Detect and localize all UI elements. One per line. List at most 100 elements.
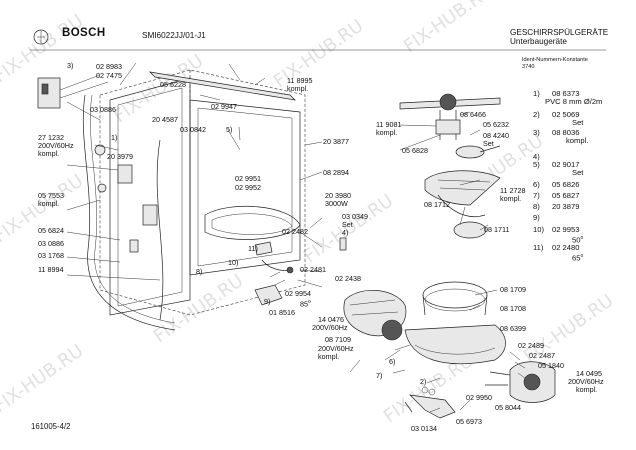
callout-label: 11 2728 [500, 186, 526, 195]
callout-label: 03 1768 [38, 251, 64, 260]
callout-label: 03 0134 [411, 424, 437, 433]
callout-label: 9) [264, 297, 271, 306]
callout-label: 08 1711 [484, 225, 510, 234]
legend-part: 02 9017 [552, 160, 580, 169]
legend-number: 5) [533, 160, 540, 169]
callout-label: 08 6399 [500, 324, 526, 333]
callout-label: 4) [342, 228, 349, 237]
legend-number: 10) [533, 225, 544, 234]
brand-name: BOSCH [62, 27, 106, 39]
callout-label: kompl. [500, 194, 522, 203]
callout-label: 05 6232 [483, 120, 509, 129]
callout-label: 6) [389, 357, 396, 366]
drain-hose [82, 94, 176, 331]
callout-label: 01 8516 [269, 308, 295, 317]
callout-label: 02 9950 [466, 393, 492, 402]
callout-label: 02 2481 [300, 265, 326, 274]
callout-label: 05 7553 [38, 191, 64, 200]
callout-label: 02 2487 [529, 351, 555, 360]
callout-label: kompl. [376, 128, 398, 137]
callout-label: 02 7475 [96, 71, 122, 80]
legend-desc: Set [572, 168, 584, 177]
legend-part: 05 6827 [552, 191, 580, 200]
callout-label: kompl. [576, 385, 598, 394]
top-rail [148, 71, 297, 101]
callout-label: 14 0476 [318, 315, 344, 324]
callout-label: 11 8995 [287, 76, 313, 85]
callout-label: 05 6828 [402, 146, 428, 155]
callout-label: kompl. [318, 352, 340, 361]
level-switch [142, 204, 158, 226]
callout-label: 3000W [325, 199, 348, 208]
callout-label: 05 6228 [160, 80, 186, 89]
brand-logo-icon [33, 29, 49, 45]
model-number: SMI6022JJ/01-J1 [142, 31, 206, 40]
filter-bowl [422, 281, 488, 309]
legend-number: 11) [533, 243, 544, 252]
callout-label: 03 0886 [90, 105, 116, 114]
callout-label: 02 2482 [282, 227, 308, 236]
legend-desc: 50o [572, 235, 584, 245]
callout-label: 11 9081 [376, 120, 402, 129]
callout-label: 02 9954 [285, 289, 311, 298]
callout-label: 05 6824 [38, 226, 64, 235]
legend-number: 6) [533, 180, 540, 189]
callout-label: 14 0495 [576, 369, 602, 378]
callout-label: 20 3979 [107, 152, 133, 161]
callout-label: 08 2894 [323, 168, 349, 177]
legend-number: 2) [533, 110, 540, 119]
callout-label: 200V/60Hz [568, 377, 604, 386]
callout-label: 02 2438 [335, 274, 361, 283]
callout-label: 05 1840 [538, 361, 564, 370]
lower-spray-arm [424, 170, 501, 206]
legend-part: 08 8036 [552, 128, 580, 137]
document-number: 161005-4/2 [31, 422, 71, 431]
inner-hose [156, 139, 164, 321]
sump-housing [404, 324, 506, 365]
callout-label: 200V/60Hz [318, 344, 354, 353]
callout-label: 03 0842 [180, 125, 206, 134]
legend-number: 1) [533, 89, 540, 98]
legend-desc: PVC 8 mm Ø/2m [545, 97, 603, 106]
callout-label: 8) [196, 267, 203, 276]
callout-label: 11 8994 [38, 265, 64, 274]
callout-label: kompl. [38, 199, 60, 208]
control-module [37, 77, 61, 109]
callout-label: 3) [67, 61, 74, 70]
callout-label: 02 8983 [96, 62, 122, 71]
callout-label: 08 1709 [500, 285, 526, 294]
callout-label: kompl. [287, 84, 309, 93]
callout-label: 20 3877 [323, 137, 349, 146]
callout-label: 02 9947 [211, 102, 237, 111]
callout-label: 05 6973 [456, 417, 482, 426]
side-wall [109, 77, 191, 316]
callout-label: 08 1708 [500, 304, 526, 313]
legend-desc: 65o [572, 253, 584, 263]
callout-label: 200V/60Hz [38, 141, 74, 150]
legend-part: 20 3879 [552, 202, 580, 211]
callout-label: 200V/60Hz [312, 323, 348, 332]
legend-part: 05 6826 [552, 180, 580, 189]
legend-desc: Set [572, 118, 584, 127]
ident-label: Ident-Nummern-Konstante [522, 57, 588, 63]
outlet-fitting [409, 394, 456, 419]
ident-value: 3740 [522, 64, 535, 70]
callout-label: 08 4240 [483, 131, 509, 140]
callout-label: Set [483, 139, 494, 148]
callout-label: 7) [376, 371, 383, 380]
legend-number: 9) [533, 213, 540, 222]
callout-label: 20 3980 [325, 191, 351, 200]
callout-label: 05 8044 [495, 403, 521, 412]
subcategory-title: Unterbaugeräte [510, 37, 567, 46]
legend-number: 3) [533, 128, 540, 137]
legend-number: 7) [533, 191, 540, 200]
switch-block [117, 164, 133, 184]
callout-label: 1) [111, 133, 118, 142]
spray-arm-bearing [435, 119, 461, 135]
callout-label: 03 0349 [342, 212, 368, 221]
nozzle-cap [455, 145, 485, 159]
callout-label: Set [342, 220, 353, 229]
callout-label: 03 0886 [38, 239, 64, 248]
